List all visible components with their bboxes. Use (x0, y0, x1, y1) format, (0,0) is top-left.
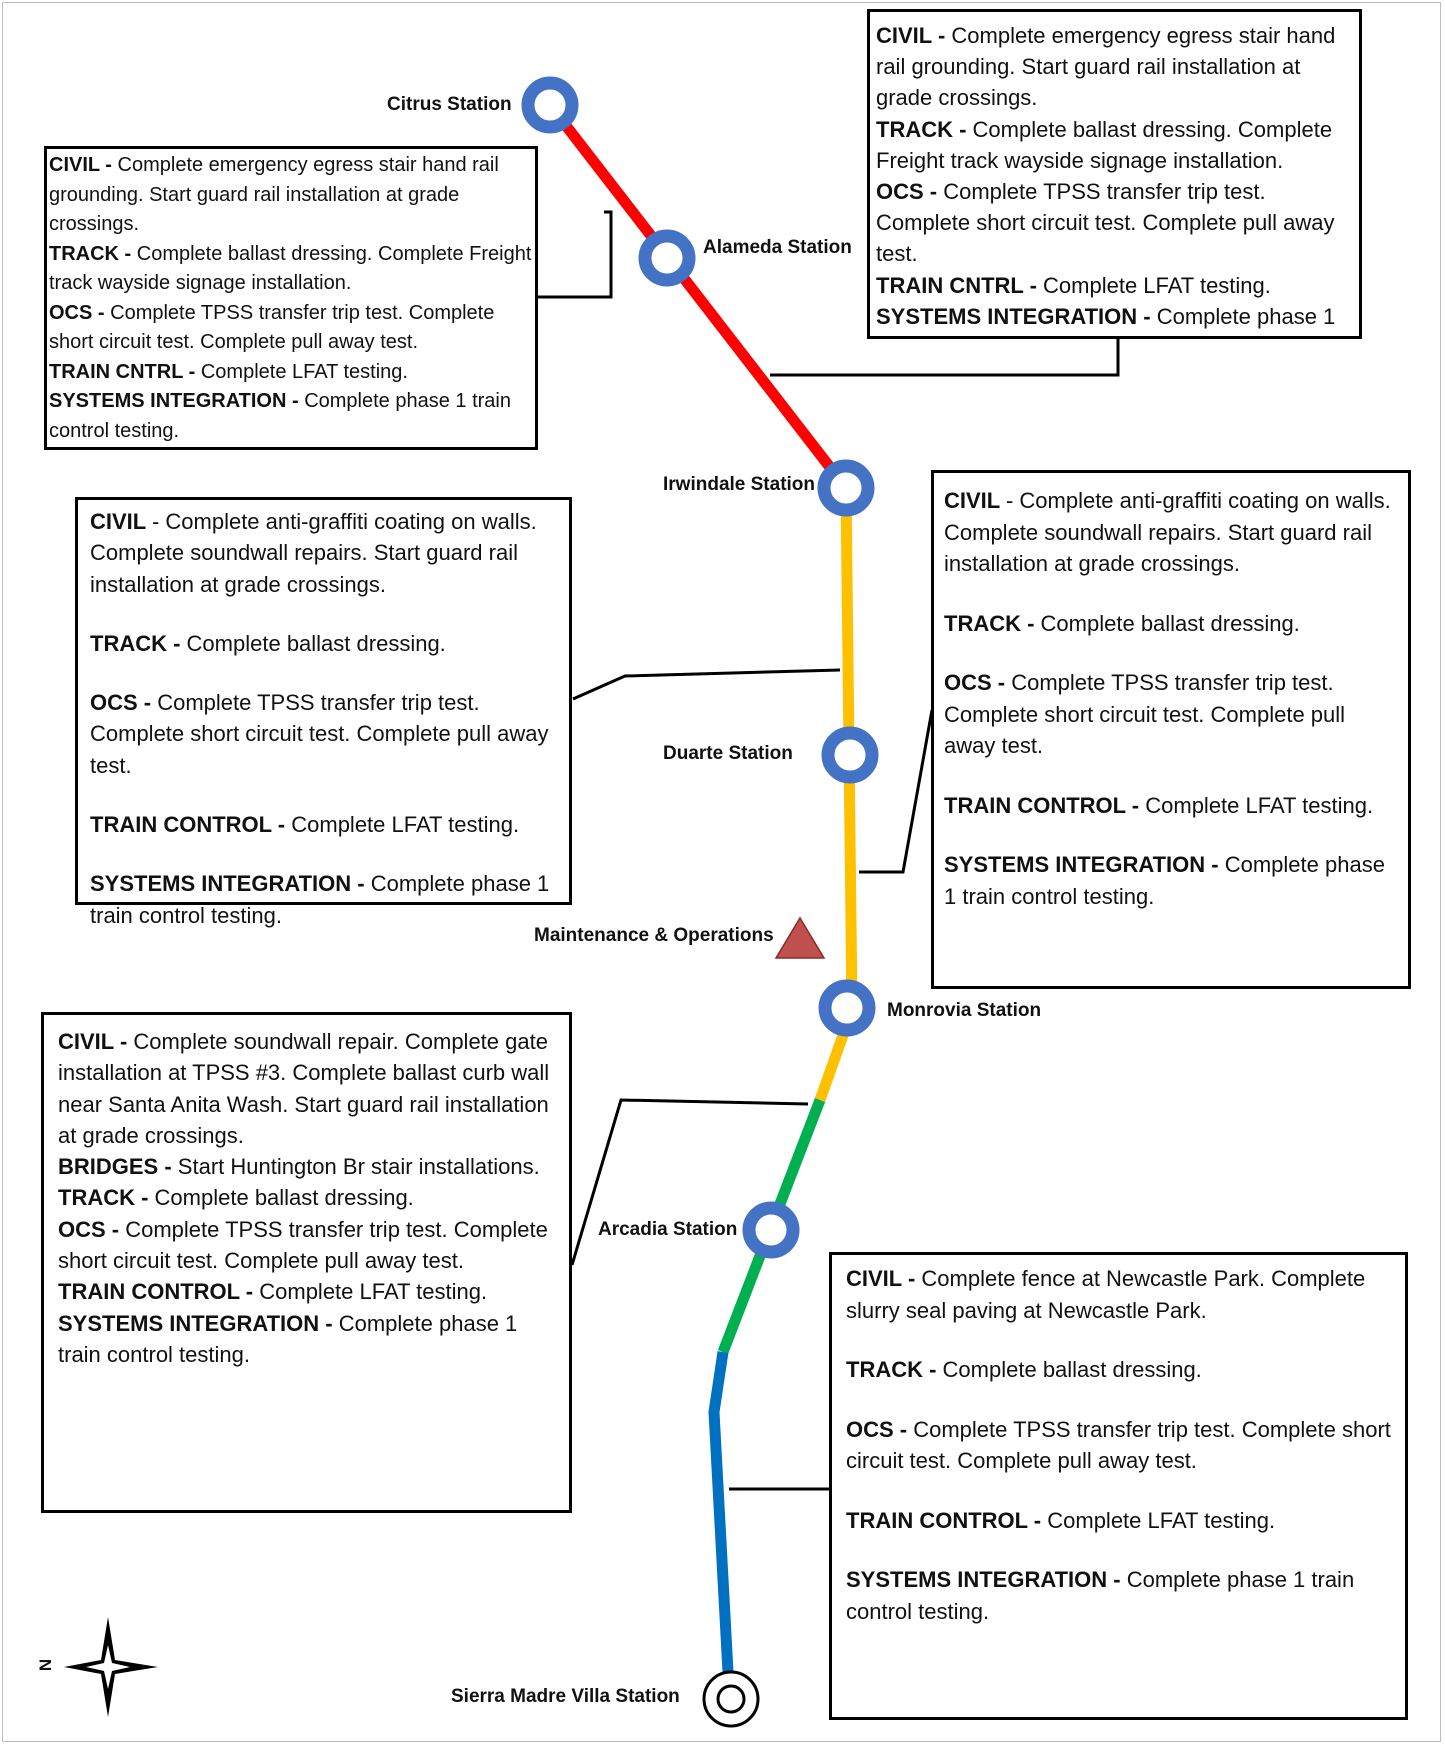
leader-line-duarte-left (572, 668, 841, 701)
activity-entry: CIVIL - Complete soundwall repair. Compl… (58, 1029, 550, 1148)
activity-entry: TRACK - Complete ballast dressing. Compl… (876, 116, 1333, 173)
activity-entry: OCS - Complete TPSS transfer trip test. … (90, 690, 549, 778)
activity-entry: SYSTEMS INTEGRATION - Complete phase 1 t… (846, 1567, 1355, 1624)
leader-line-alameda-left (537, 210, 613, 299)
track-segment-blue (708, 1351, 734, 1673)
alameda-left-activity-box: CIVIL - Complete emergency egress stair … (44, 146, 538, 450)
alameda-station-marker[interactable] (638, 229, 696, 287)
arcadia-left-activity-box: CIVIL - Complete soundwall repair. Compl… (41, 1012, 572, 1513)
activity-entry: SYSTEMS INTEGRATION - Complete phase 1 t… (90, 871, 550, 928)
monrovia-station-label[interactable]: Monrovia Station (887, 1000, 1042, 1021)
activity-entry: OCS - Complete TPSS transfer trip test. … (846, 1416, 1391, 1474)
sierra-madre-villa-station-label[interactable]: Sierra Madre Villa Station (451, 1686, 680, 1707)
activity-entry: OCS - Complete TPSS transfer trip test. … (58, 1216, 548, 1274)
leader-line-arcadia-left (570, 1098, 809, 1266)
activity-entry: SYSTEMS INTEGRATION - Complete phase 1 t… (58, 1310, 518, 1367)
activity-entry: CIVIL - Complete fence at Newcastle Park… (846, 1266, 1366, 1323)
activity-entry: OCS - Complete TPSS transfer trip test. … (49, 301, 495, 354)
irwindale-station-label[interactable]: Irwindale Station (663, 474, 816, 495)
activity-entry: TRACK - Complete ballast dressing. Compl… (49, 242, 532, 295)
activity-entry: CIVIL - Complete emergency egress stair … (876, 23, 1336, 111)
activity-entry: CIVIL - Complete anti-graffiti coating o… (944, 488, 1391, 576)
maintenance-operations-label[interactable]: Maintenance & Operations (534, 925, 774, 946)
activity-entry: TRACK - Complete ballast dressing. (944, 610, 1300, 636)
leader-line-alameda-right (770, 339, 1120, 377)
activity-entry: CIVIL - Complete anti-graffiti coating o… (90, 509, 537, 597)
duarte-station-marker[interactable] (821, 726, 879, 784)
activity-entry: TRACK - Complete ballast dressing. (846, 1357, 1202, 1382)
activity-entry: TRAIN CONTROL - Complete LFAT testing. (944, 792, 1374, 818)
alameda-right-activity-box: CIVIL - Complete emergency egress stair … (867, 9, 1362, 339)
activity-entry: TRAIN CONTROL - Complete LFAT testing. (58, 1279, 488, 1305)
irwindale-station-marker[interactable] (817, 459, 875, 517)
track-segment-red (544, 99, 852, 494)
arcadia-station-label[interactable]: Arcadia Station (598, 1219, 738, 1240)
activity-entry: SYSTEMS INTEGRATION - Complete phase 1 (876, 303, 1336, 329)
sierra-madre-right-activity-box: CIVIL - Complete fence at Newcastle Park… (829, 1252, 1408, 1720)
activity-entry: SYSTEMS INTEGRATION - Complete phase 1 t… (944, 852, 1385, 909)
activity-entry: TRACK - Complete ballast dressing. (90, 630, 446, 656)
maintenance-triangle-icon[interactable] (774, 916, 826, 959)
activity-entry: TRAIN CNTRL - Complete LFAT testing. (49, 360, 408, 383)
activity-entry: TRAIN CONTROL - Complete LFAT testing. (90, 812, 520, 838)
activity-entry: TRACK - Complete ballast dressing. (58, 1185, 414, 1211)
citrus-station-label[interactable]: Citrus Station (387, 94, 512, 115)
activity-entry: TRAIN CONTROL - Complete LFAT testing. (846, 1507, 1276, 1533)
activity-entry: SYSTEMS INTEGRATION - Complete phase 1 t… (49, 390, 511, 442)
monrovia-station-marker[interactable] (818, 979, 876, 1037)
arcadia-station-marker[interactable] (742, 1201, 800, 1259)
alameda-station-label[interactable]: Alameda Station (703, 237, 852, 258)
citrus-station-marker[interactable] (521, 76, 579, 134)
activity-entry: OCS - Complete TPSS transfer trip test. … (876, 179, 1335, 267)
activity-entry: CIVIL - Complete emergency egress stair … (49, 154, 499, 235)
activity-entry: BRIDGES - Start Huntington Br stair inst… (58, 1154, 540, 1180)
duarte-station-label[interactable]: Duarte Station (663, 743, 793, 764)
activity-entry: TRAIN CNTRL - Complete LFAT testing. (876, 272, 1271, 298)
sierra-madre-villa-station-marker[interactable] (702, 1670, 760, 1728)
north-compass-icon (64, 1617, 158, 1717)
activity-entry: OCS - Complete TPSS transfer trip test. … (944, 670, 1346, 758)
compass-north-label: N (36, 1658, 56, 1672)
duarte-left-activity-box: CIVIL - Complete anti-graffiti coating o… (75, 497, 572, 928)
leader-line-duarte-right (859, 709, 934, 874)
duarte-right-activity-box: CIVIL - Complete anti-graffiti coating o… (931, 470, 1411, 989)
